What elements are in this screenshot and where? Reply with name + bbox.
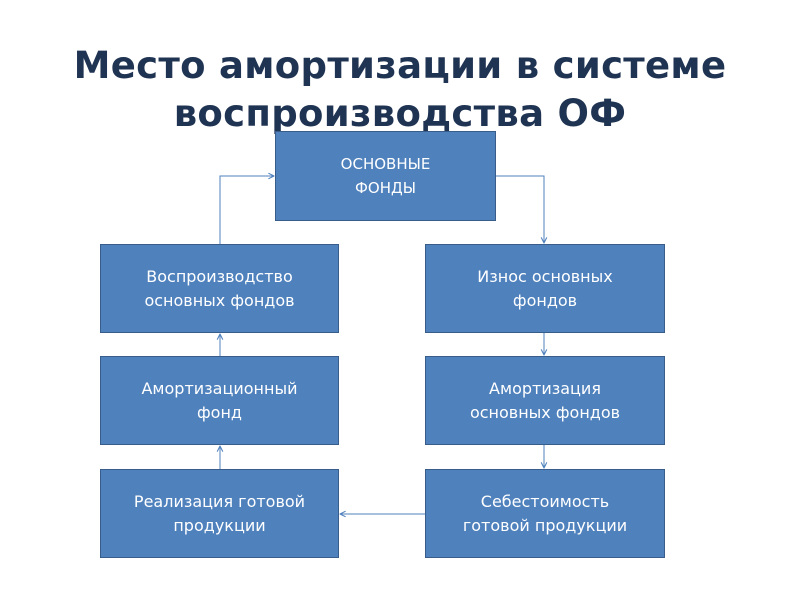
box-fixed-assets: ОСНОВНЫЕ ФОНДЫ [275,131,496,221]
box-wear-text: Износ основных фондов [477,265,612,313]
box-reproduction-text: Воспроизводство основных фондов [144,265,294,313]
box-product-sales-line-1: Реализация готовой [133,491,306,511]
box-reproduction-line-2: основных фондов [144,290,295,310]
box-production-cost-line-1: Себестоимость [480,491,610,511]
box-reproduction: Воспроизводство основных фондов [100,244,339,333]
box-depreciation-fund: Амортизационный фонд [100,356,339,445]
box-product-sales-text: Реализация готовой продукции [134,490,305,538]
box-depreciation-line-2: основных фондов [469,402,621,422]
box-fixed-assets-line-2: ФОНДЫ [355,179,416,197]
box-wear-line-1: Износ основных [477,266,613,286]
slide-title: Место амортизации в системе воспроизводс… [0,42,800,138]
slide-title-line-1: Место амортизации в системе [73,44,727,87]
box-wear-line-2: фондов [512,290,578,310]
box-fixed-assets-line-1: ОСНОВНЫЕ [340,155,431,173]
arrow-reproduction-to-main [219,176,274,244]
box-production-cost-text: Себестоимость готовой продукции [463,490,627,538]
box-depreciation-text: Амортизация основных фондов [470,377,620,425]
slide-title-line-2: воспроизводства ОФ [173,92,627,135]
box-product-sales: Реализация готовой продукции [100,469,339,558]
box-wear: Износ основных фондов [425,244,665,333]
box-production-cost-line-2: готовой продукции [462,515,628,535]
box-product-sales-line-2: продукции [173,515,266,535]
box-reproduction-line-1: Воспроизводство [146,266,293,286]
box-depreciation-fund-text: Амортизационный фонд [141,377,297,425]
box-depreciation-fund-line-1: Амортизационный [141,378,298,398]
arrow-main-to-wear [496,175,544,243]
box-depreciation-fund-line-2: фонд [197,402,242,422]
box-depreciation-line-1: Амортизация [489,378,601,398]
box-production-cost: Себестоимость готовой продукции [425,469,665,558]
box-depreciation: Амортизация основных фондов [425,356,665,445]
box-fixed-assets-text: ОСНОВНЫЕ ФОНДЫ [341,152,431,200]
